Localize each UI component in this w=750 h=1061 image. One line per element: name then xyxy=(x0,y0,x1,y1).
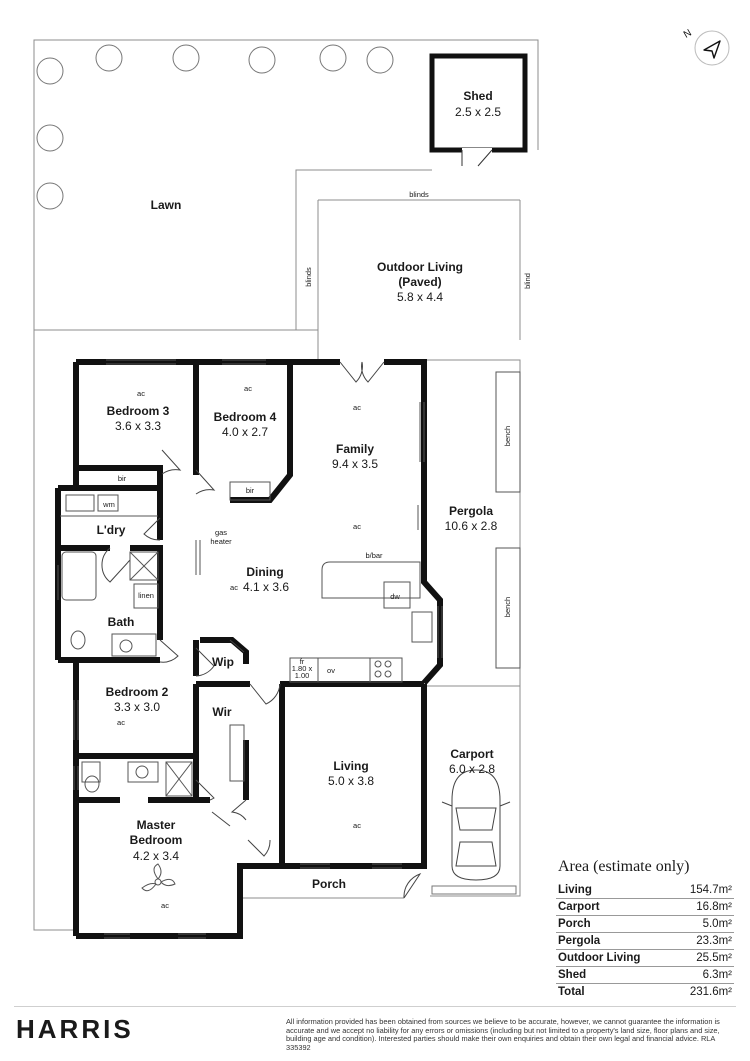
area-row-label: Carport xyxy=(558,901,600,913)
carport-dims: 6.0 x 2.8 xyxy=(449,762,495,776)
ac-master: ac xyxy=(161,901,169,910)
bedroom3-name: Bedroom 3 xyxy=(107,404,170,418)
area-row-value: 231.6m² xyxy=(689,986,732,998)
house-walls xyxy=(55,359,443,939)
bir-bedroom3: bir xyxy=(118,474,127,483)
area-rows: Living 154.7m² Carport 16.8m² Porch 5.0m² Perg… xyxy=(556,882,734,1000)
living-name: Living xyxy=(333,759,368,773)
area-row: Porch 5.0m² xyxy=(556,916,734,933)
area-row-label: Outdoor Living xyxy=(558,952,641,964)
washing-machine-label: wm xyxy=(102,500,115,509)
area-row-value: 25.5m² xyxy=(696,952,732,964)
wir-name: Wir xyxy=(212,705,232,719)
room-labels: Shed 2.5 x 2.5 Lawn Outdoor Living (Pave… xyxy=(97,89,502,891)
area-row-value: 23.3m² xyxy=(696,935,732,947)
site-boundary xyxy=(33,39,539,931)
annotations: blinds blinds blind ac ac ac ac ac ac ac… xyxy=(102,190,532,910)
ac-bedroom2: ac xyxy=(117,718,125,727)
area-row-value: 6.3m² xyxy=(702,969,732,981)
blinds-top: blinds xyxy=(409,190,429,199)
car-icon xyxy=(441,769,511,881)
area-row: Outdoor Living 25.5m² xyxy=(556,950,734,967)
ac-bedroom3: ac xyxy=(137,389,145,398)
ac-family: ac xyxy=(353,403,361,412)
windows xyxy=(57,359,443,939)
fixtures xyxy=(60,371,521,797)
fridge-label-2: 1.80 x xyxy=(292,664,313,673)
master-name-2: Bedroom xyxy=(130,833,183,847)
footer-divider xyxy=(14,1006,736,1007)
area-row: Shed 6.3m² xyxy=(556,967,734,984)
living-dims: 5.0 x 3.8 xyxy=(328,774,374,788)
gas-heater-label-2: heater xyxy=(210,537,232,546)
bedroom4-dims: 4.0 x 2.7 xyxy=(222,425,268,439)
area-row-value: 154.7m² xyxy=(689,884,732,896)
bedroom2-dims: 3.3 x 3.0 xyxy=(114,700,160,714)
carport-name: Carport xyxy=(450,747,493,761)
ac-dining: ac xyxy=(230,583,238,592)
master-dims: 4.2 x 3.4 xyxy=(133,849,179,863)
area-table: Area (estimate only) Living 154.7m² Carpor… xyxy=(556,858,734,1000)
family-dims: 9.4 x 3.5 xyxy=(332,457,378,471)
laundry-name: L'dry xyxy=(97,523,126,537)
outdoor-name: Outdoor Living xyxy=(377,260,463,274)
trees xyxy=(36,44,394,210)
carport-gate xyxy=(431,885,517,895)
breakfast-bar-label: b/bar xyxy=(365,551,383,560)
wip-name: Wip xyxy=(212,655,234,669)
area-row-label: Total xyxy=(558,986,585,998)
dining-dims: 4.1 x 3.6 xyxy=(243,580,289,594)
linen-label: linen xyxy=(138,591,154,600)
bedroom3-dims: 3.6 x 3.3 xyxy=(115,419,161,433)
north-label: N xyxy=(682,28,694,41)
ac-living: ac xyxy=(353,821,361,830)
gas-heater-label-1: gas xyxy=(215,528,227,537)
bench-label-1: bench xyxy=(503,426,512,446)
lawn-name: Lawn xyxy=(151,198,182,212)
oven-label: ov xyxy=(327,666,335,675)
outdoor-name-2: (Paved) xyxy=(398,275,441,289)
area-row-label: Pergola xyxy=(558,935,601,947)
ac-bedroom4: ac xyxy=(244,384,252,393)
door-swings xyxy=(101,361,422,899)
area-row: Total 231.6m² xyxy=(556,984,734,1000)
bedroom4-name: Bedroom 4 xyxy=(214,410,277,424)
area-row-label: Porch xyxy=(558,918,591,930)
shed xyxy=(429,53,528,167)
area-title: Area (estimate only) xyxy=(558,858,690,875)
ceiling-fan-icon xyxy=(141,863,176,892)
bir-bedroom4: bir xyxy=(246,486,255,495)
ac-family-2: ac xyxy=(353,522,361,531)
area-row-label: Living xyxy=(558,884,592,896)
blinds-left: blinds xyxy=(304,267,313,287)
dining-name: Dining xyxy=(246,565,283,579)
area-row-value: 5.0m² xyxy=(702,918,732,930)
family-name: Family xyxy=(336,442,374,456)
pergola-name: Pergola xyxy=(449,504,493,518)
porch-name: Porch xyxy=(312,877,346,891)
master-name: Master xyxy=(137,818,176,832)
area-row-label: Shed xyxy=(558,969,587,981)
fridge-label-3: 1.00 xyxy=(295,671,310,680)
brand-logo: HARRIS xyxy=(16,1014,134,1044)
north-arrow-icon: N xyxy=(680,24,730,74)
area-row: Carport 16.8m² xyxy=(556,899,734,916)
bench-label-2: bench xyxy=(503,597,512,617)
dishwasher-label: dw xyxy=(390,592,400,601)
area-row-value: 16.8m² xyxy=(696,901,732,913)
area-row: Pergola 23.3m² xyxy=(556,933,734,950)
bedroom2-name: Bedroom 2 xyxy=(106,685,169,699)
shed-dims: 2.5 x 2.5 xyxy=(455,105,501,119)
fridge-label-1: fr xyxy=(300,657,305,666)
outdoor-dims: 5.8 x 4.4 xyxy=(397,290,443,304)
disclaimer-text: All information provided has been obtain… xyxy=(286,1017,720,1052)
pergola-dims: 10.6 x 2.8 xyxy=(445,519,498,533)
area-row: Living 154.7m² xyxy=(556,882,734,899)
shed-name: Shed xyxy=(463,89,492,103)
bath-name: Bath xyxy=(108,615,135,629)
blind-right: blind xyxy=(523,273,532,289)
